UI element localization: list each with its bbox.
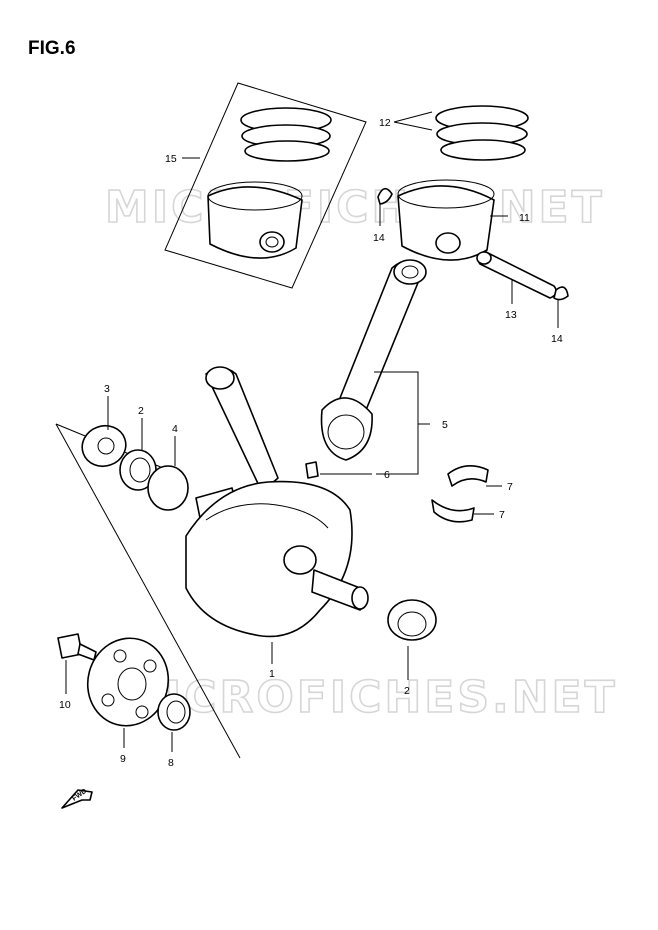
main-bearing-left [119, 449, 157, 491]
callout-7-lower: 7 [499, 509, 505, 521]
callout-8: 8 [168, 757, 174, 769]
callout-2-right: 2 [404, 685, 410, 697]
main-bearing-right [387, 599, 437, 641]
watermark-top: MICROFICHES.NET [105, 182, 605, 233]
connecting-rod [305, 259, 427, 479]
callout-12: 12 [379, 117, 391, 129]
figure-title: FIG.6 [28, 38, 76, 59]
callout-2-left: 2 [138, 405, 144, 417]
circlip-upper [377, 187, 393, 205]
callout-5: 5 [442, 419, 448, 431]
piston-right [397, 179, 495, 261]
callout-9: 9 [120, 753, 126, 765]
callout-4: 4 [172, 423, 178, 435]
callout-13: 13 [505, 309, 517, 321]
circlip-lower [553, 286, 569, 301]
callout-6: 6 [384, 469, 390, 481]
callout-14-lower: 14 [551, 333, 563, 345]
oil-ring [147, 465, 189, 511]
piston-set-frame [164, 82, 367, 289]
callout-14-upper: 14 [373, 232, 385, 244]
bearing-shell-lower [431, 499, 475, 523]
bolt [57, 633, 97, 661]
callout-3: 3 [104, 383, 110, 395]
crank-group-frame [55, 423, 241, 759]
forward-direction-arrow: FWD [61, 788, 93, 809]
thrust-washer [81, 424, 127, 468]
needle-bearing [157, 693, 191, 731]
crankshaft [185, 366, 369, 638]
piston-rings-right [435, 105, 529, 161]
callout-7-upper: 7 [507, 481, 513, 493]
leader-lines [65, 111, 559, 752]
callout-1: 1 [269, 668, 275, 680]
callout-15: 15 [165, 153, 177, 165]
callout-11: 11 [519, 212, 530, 224]
bearing-shell-upper [447, 465, 489, 487]
watermark-bottom: MICROFICHES.NET [118, 672, 618, 723]
piston-left [207, 181, 303, 259]
callout-10: 10 [59, 699, 71, 711]
piston-pin [476, 251, 558, 299]
callout-labels: 15 12 14 11 13 14 3 2 4 5 6 7 7 1 2 10 9… [59, 117, 563, 769]
piston-rings-left [240, 107, 332, 162]
primary-gear [86, 637, 170, 727]
